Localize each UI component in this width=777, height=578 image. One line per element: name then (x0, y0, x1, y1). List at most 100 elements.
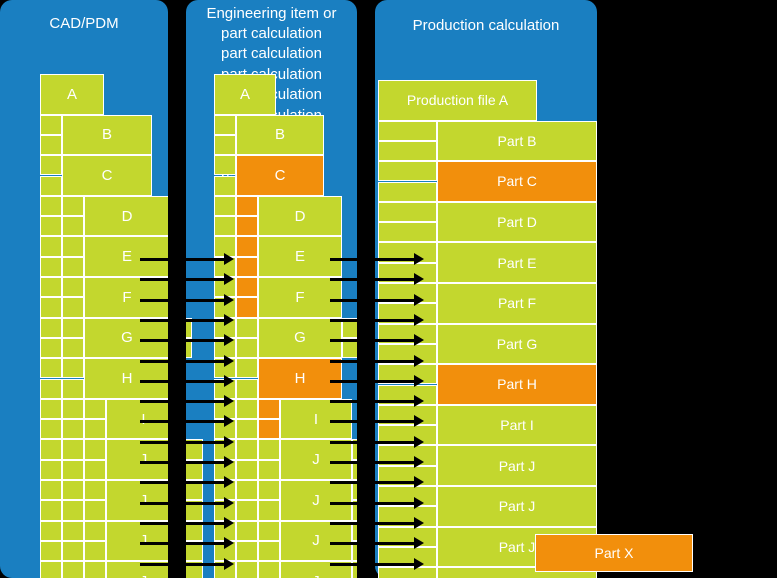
eng-box-c[interactable]: C (236, 155, 324, 196)
prod-strip-cell (378, 161, 437, 182)
floating-part-x-box[interactable]: Part X (535, 534, 693, 572)
eng-box-a[interactable]: A (214, 74, 276, 115)
prod-strip-cell (378, 201, 437, 223)
prod-box-part-h-7-label: Part H (497, 376, 537, 393)
prod-box-part-g-6[interactable]: Part G (437, 323, 597, 365)
prod-box-part-e-4-label: Part E (497, 254, 537, 271)
prod-box-part-e-4[interactable]: Part E (437, 242, 597, 283)
eng-box-j-label: J (312, 491, 320, 509)
cad-box-g-label: G (121, 329, 133, 347)
cad-box-c[interactable]: C (62, 155, 152, 196)
prod-box-part-i-8-label: Part I (500, 417, 534, 434)
cad-spine-cell (62, 540, 84, 562)
cad-spine-cell (62, 277, 84, 298)
prod-box-production-file-a-label: Production file A (406, 92, 509, 109)
eng-box-j[interactable]: J (280, 439, 352, 480)
cad-box-j-label: J (139, 491, 148, 509)
eng-spine-cell (236, 500, 258, 521)
cad-spine-cell (40, 520, 62, 541)
prod-box-part-f-5[interactable]: Part F (437, 283, 597, 324)
cad-spine-cell (62, 439, 84, 460)
prod-box-production-file-a[interactable]: Production file A (378, 80, 537, 121)
eng-spine-cell (214, 175, 236, 196)
eng-box-b[interactable]: B (236, 114, 324, 156)
cad-spine-cell (40, 216, 62, 237)
eng-spine-cell (258, 540, 280, 562)
prod-box-part-d-3[interactable]: Part D (437, 201, 597, 243)
eng-spine-cell (236, 378, 258, 399)
eng-spine-cell (236, 216, 258, 237)
eng-box-f-label: F (295, 288, 305, 306)
cad-spine-cell (62, 398, 84, 420)
eng-box-j[interactable]: J (280, 480, 352, 521)
eng-box-i[interactable]: I (280, 398, 352, 440)
eng-box-d[interactable]: D (258, 195, 342, 237)
prod-strip-cell (378, 181, 437, 202)
cad-spine-cell (84, 439, 106, 460)
eng-spine-cell (236, 540, 258, 562)
cad-spine-cell (62, 520, 84, 541)
eng-box-j[interactable]: J (280, 520, 352, 562)
cad-box-e[interactable]: E (84, 236, 170, 277)
cad-spine-cell (40, 277, 62, 298)
cad-spine-cell (40, 155, 62, 176)
eng-box-c-label: C (274, 166, 286, 184)
eng-box-f[interactable]: F (258, 277, 342, 318)
eng-spine-cell (236, 520, 258, 541)
eng-box-j-label: J (312, 451, 320, 469)
prod-box-part-j-12[interactable]: Part J (437, 567, 597, 578)
floating-part-x-label: Part X (594, 545, 634, 561)
prod-box-part-i-8[interactable]: Part I (437, 404, 597, 446)
panel-cad-pdm-title: CAD/PDM (49, 15, 119, 32)
prod-strip-cell (378, 140, 437, 162)
cad-spine-cell (40, 419, 62, 440)
cad-box-b[interactable]: B (62, 114, 152, 156)
cad-box-g[interactable]: G (84, 317, 170, 359)
cad-box-a-label: A (66, 85, 77, 103)
eng-spine-cell (236, 297, 258, 318)
cad-spine-cell (40, 500, 62, 521)
prod-box-part-g-6-label: Part G (496, 335, 538, 352)
eng-spine-cell (236, 398, 258, 420)
cad-spine-cell (40, 439, 62, 460)
cad-spine-cell (62, 358, 84, 379)
prod-box-part-j-10[interactable]: Part J (437, 486, 597, 527)
cad-box-h[interactable]: H (84, 358, 170, 399)
gutter-left (168, 0, 186, 578)
prod-strip-cell (378, 222, 437, 243)
cad-spine-cell (62, 216, 84, 237)
prod-box-part-b-1[interactable]: Part B (437, 120, 597, 162)
cad-spine-cell (84, 500, 106, 521)
eng-box-e-label: E (294, 248, 305, 266)
prod-box-part-j-10-label: Part J (498, 498, 536, 515)
engineering-ghost-line: part calculation (221, 45, 322, 62)
eng-spine-cell (236, 256, 258, 277)
eng-box-h[interactable]: H (258, 358, 342, 399)
eng-box-j-label: J (312, 532, 320, 550)
eng-spine-cell (236, 317, 258, 338)
cad-box-f-label: F (122, 288, 132, 306)
cad-spine-cell (40, 256, 62, 277)
prod-box-part-j-11-label: Part J (498, 538, 536, 555)
cad-box-b-label: B (101, 126, 112, 144)
prod-box-part-c-2-label: Part C (497, 173, 537, 190)
cad-spine-cell (40, 398, 62, 420)
prod-box-part-h-7[interactable]: Part H (437, 364, 597, 405)
cad-spine-cell (62, 337, 84, 359)
cad-spine-cell (84, 459, 106, 480)
prod-box-part-j-9[interactable]: Part J (437, 445, 597, 486)
eng-spine-cell (236, 337, 258, 359)
eng-spine-cell (236, 561, 258, 578)
eng-box-g[interactable]: G (258, 317, 342, 359)
prod-box-part-j-9-label: Part J (498, 457, 536, 474)
cad-box-f[interactable]: F (84, 277, 170, 318)
cad-box-a[interactable]: A (40, 74, 104, 115)
cad-box-c-label: C (101, 166, 113, 184)
cad-box-d[interactable]: D (84, 195, 170, 237)
eng-spine-cell (236, 277, 258, 298)
eng-box-e[interactable]: E (258, 236, 342, 277)
eng-box-b-label: B (274, 126, 285, 144)
cad-spine-cell (62, 256, 84, 277)
prod-box-part-c-2[interactable]: Part C (437, 161, 597, 202)
